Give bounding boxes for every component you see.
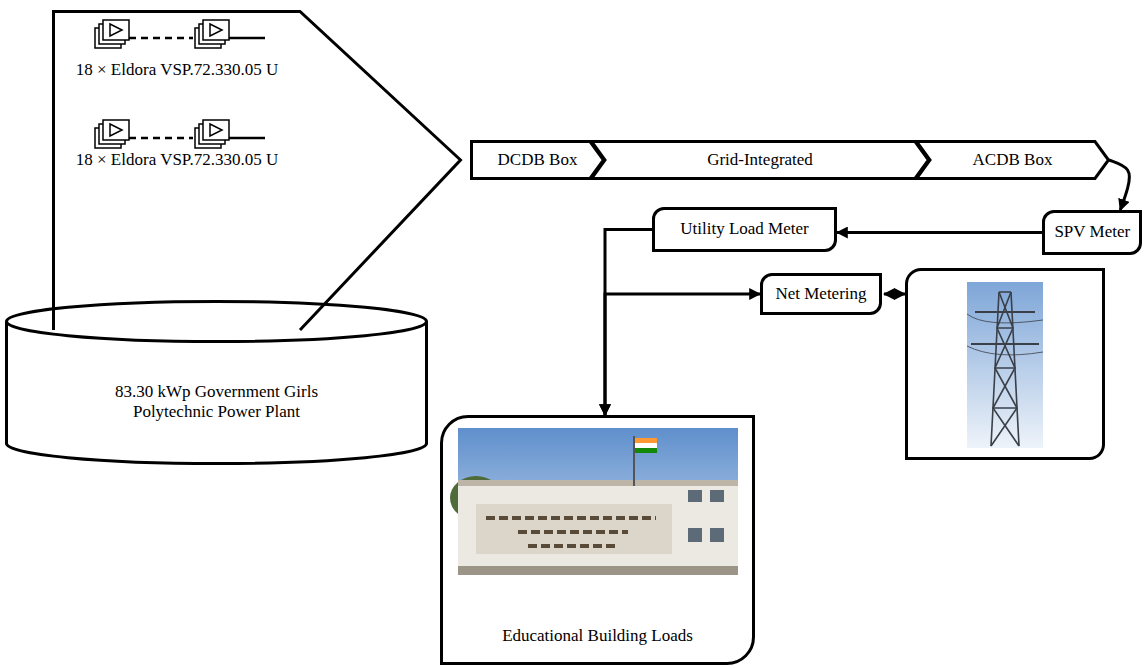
photo-window — [710, 490, 724, 502]
node-label: DCDB Box — [498, 150, 578, 170]
tower-photo-sky — [967, 282, 1043, 448]
photo-roofline — [458, 480, 738, 486]
plant-cylinder: 83.30 kWp Government Girls Polytechnic P… — [5, 300, 428, 465]
photo-building — [458, 483, 738, 575]
photo-window — [710, 528, 724, 542]
photo-flag — [635, 438, 657, 443]
process-chevron: DCDB Box — [470, 140, 605, 180]
cylinder-top — [7, 302, 427, 342]
cylinder-body — [7, 322, 427, 464]
panel-symbol — [110, 124, 122, 136]
panel-icon — [203, 20, 229, 40]
meter-box: Utility Load Meter — [652, 207, 837, 252]
node-label: 18 × Eldora VSP.72.330.05 U — [52, 60, 302, 80]
tower-crossarm — [971, 312, 1039, 344]
dashed-wire — [129, 137, 193, 140]
node-label: Educational Building Loads — [502, 626, 693, 646]
photo-flag — [635, 443, 657, 448]
solar-panel-string — [95, 20, 265, 48]
tower-lattice — [991, 292, 1019, 446]
photo-window — [688, 528, 702, 542]
grid-exchange-arrow — [884, 293, 905, 296]
node-outline — [52, 10, 462, 330]
chevron-outline — [917, 142, 1109, 179]
photo-flag — [635, 448, 657, 453]
solar-panel-string — [95, 120, 265, 148]
panel-icon — [203, 120, 229, 140]
array-panel: 18 × Eldora VSP.72.330.05 U 18 × Eldora V… — [52, 10, 462, 330]
process-chevron: Grid-Integrated — [590, 140, 930, 180]
dashed-wire — [129, 37, 193, 40]
panel-symbol — [210, 124, 222, 136]
photo-sign-lettering — [486, 518, 656, 546]
chevron-outline — [592, 142, 929, 179]
photo-sky — [458, 428, 738, 575]
chevron-outline — [472, 142, 604, 179]
photo-window — [688, 490, 702, 502]
node-label: 83.30 kWp Government Girls Polytechnic P… — [92, 382, 342, 423]
meter-box: SPV Meter — [1042, 210, 1142, 255]
meter-box: Net Metering — [760, 273, 882, 315]
panel-icon — [103, 120, 129, 140]
node-label: SPV Meter — [1054, 222, 1130, 242]
building-photo — [450, 428, 738, 575]
tower-leg — [991, 292, 1019, 446]
node-label: ACDB Box — [973, 150, 1053, 170]
connector-arrow — [605, 230, 652, 416]
node-label: Utility Load Meter — [680, 219, 808, 239]
connector-arrow — [837, 231, 1042, 234]
process-chevron: ACDB Box — [915, 140, 1110, 180]
pentagon-outline — [54, 12, 461, 331]
wire — [229, 137, 265, 140]
connector-arrow — [1109, 160, 1130, 210]
tower-box-outline — [907, 270, 1104, 459]
photo-flagpole — [633, 436, 635, 486]
grid-tower-box — [907, 270, 1104, 459]
photo-sign — [476, 504, 672, 554]
panel-icon — [103, 20, 129, 40]
power-line — [967, 314, 1043, 355]
transmission-tower — [967, 292, 1043, 446]
load-box: Educational Building Loads — [440, 415, 755, 665]
panel-symbol — [210, 24, 222, 36]
photo-ground — [458, 566, 738, 575]
connector-arrow — [605, 294, 760, 415]
node-label: Grid-Integrated — [707, 150, 813, 170]
node-label: 18 × Eldora VSP.72.330.05 U — [52, 150, 302, 170]
wire — [229, 37, 265, 40]
panel-symbol — [110, 24, 122, 36]
node-label: Net Metering — [775, 284, 866, 304]
